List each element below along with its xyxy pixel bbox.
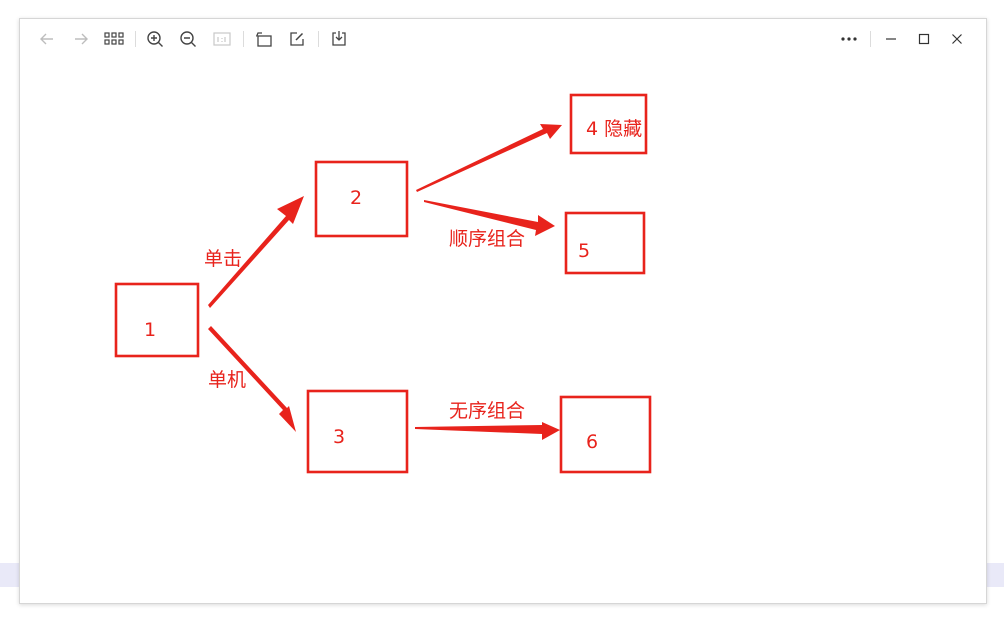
zoom-in-button[interactable] (144, 28, 166, 50)
arrow-right-icon (75, 33, 88, 45)
edge-label-ordered-combination: 顺序组合 (449, 228, 525, 250)
gallery-button[interactable] (103, 28, 125, 50)
more-button[interactable] (838, 28, 860, 50)
edit-button[interactable] (286, 28, 308, 50)
grid-icon (104, 32, 124, 45)
edge-label-single: 单机 (208, 369, 246, 391)
node-6-label: 6 (586, 431, 598, 453)
toolbar-separator (870, 31, 871, 47)
save-button[interactable] (328, 28, 350, 50)
edit-icon (290, 32, 304, 46)
arrow-3-to-6 (415, 422, 560, 440)
download-icon (332, 31, 346, 46)
maximize-icon (918, 33, 930, 45)
edge-label-unordered-combination: 无序组合 (449, 400, 525, 422)
arrow-2-to-4 (416, 124, 562, 192)
rotate-button[interactable] (253, 28, 275, 50)
image-canvas: 1 2 3 4 隐藏 5 6 单击 单机 顺序组合 无序组合 (20, 59, 986, 603)
back-button[interactable] (36, 28, 58, 50)
node-4-label: 4 隐藏 (586, 118, 642, 140)
maximize-button[interactable] (913, 28, 935, 50)
node-2-label: 2 (350, 187, 362, 209)
node-5-box (564, 211, 646, 275)
image-viewer-window: 1 2 3 4 隐藏 5 6 单击 单机 顺序组合 无序组合 (19, 18, 987, 604)
toolbar-separator (243, 31, 244, 47)
toolbar (20, 19, 986, 59)
zoom-out-button[interactable] (177, 28, 199, 50)
arrow-1-to-2 (208, 196, 304, 308)
minimize-icon (886, 38, 896, 40)
forward-button[interactable] (70, 28, 92, 50)
node-4-box (569, 93, 648, 155)
edge-label-click: 单击 (204, 248, 242, 270)
toolbar-separator (318, 31, 319, 47)
arrow-1-to-3 (208, 326, 296, 432)
node-1-label: 1 (144, 319, 156, 341)
arrow-left-icon (40, 33, 53, 45)
fit-icon (213, 32, 231, 46)
node-3-label: 3 (333, 426, 345, 448)
minimize-button[interactable] (880, 28, 902, 50)
node-2-box (314, 160, 409, 238)
node-1-box (114, 282, 200, 358)
more-icon (841, 37, 857, 41)
node-3-box (306, 389, 409, 474)
arrow-2-to-5 (424, 200, 555, 236)
close-icon (952, 34, 962, 44)
toolbar-separator (135, 31, 136, 47)
actual-size-button[interactable] (211, 28, 233, 50)
zoom-out-icon (180, 31, 196, 47)
node-5-label: 5 (578, 240, 590, 262)
close-button[interactable] (946, 28, 968, 50)
zoom-in-icon (147, 31, 163, 47)
flow-diagram: 1 2 3 4 隐藏 5 6 单击 单机 顺序组合 无序组合 (114, 93, 652, 474)
node-6-box (559, 395, 652, 474)
rotate-icon (255, 32, 272, 47)
